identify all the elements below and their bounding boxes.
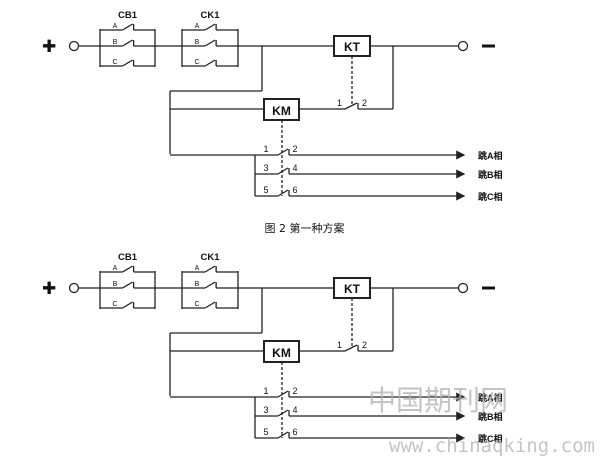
phase-label-B: B — [113, 281, 118, 288]
contact-blade — [204, 265, 216, 273]
kt-contact-terminal-1: 1 — [337, 98, 342, 108]
phase-label-B: B — [113, 39, 118, 46]
plus-terminal — [68, 282, 80, 294]
phase-label-C: C — [112, 59, 117, 66]
trip-label: 跳C相 — [478, 433, 503, 444]
contact-blade — [204, 23, 216, 31]
km-relay-label: KM — [272, 104, 291, 118]
contact-blade — [204, 301, 216, 309]
km-contact-terminal-6: 6 — [292, 427, 297, 437]
trip-label: 跳B相 — [478, 411, 503, 422]
phase-label-B: B — [195, 281, 200, 288]
plus-terminal — [68, 40, 80, 52]
trip-label: 跳B相 — [478, 169, 503, 180]
minus-terminal — [457, 282, 469, 294]
contact-blade — [122, 265, 133, 273]
contact-blade — [277, 148, 289, 156]
figure-caption: 图 2 第一种方案 — [264, 222, 345, 235]
phase-label-A: A — [195, 265, 200, 272]
km-contact-terminal-4: 4 — [292, 163, 297, 173]
contact-blade — [122, 301, 133, 309]
contact-blade — [277, 409, 289, 417]
phase-label-A: A — [195, 23, 200, 30]
watermark-text-cn: 中国期刊网 — [368, 384, 508, 417]
breaker-cb1-label: CB1 — [118, 252, 138, 263]
trip-label: 跳C相 — [478, 191, 503, 202]
contact-blade — [277, 189, 289, 197]
contact-blade — [277, 431, 289, 439]
kt-contact-terminal-1: 1 — [337, 340, 342, 350]
km-contact-1-2: 1 2 跳A相 — [170, 144, 503, 161]
kt-contact-terminal-2: 2 — [362, 98, 367, 108]
minus-terminal-symbol — [482, 44, 495, 48]
km-contact-terminal-2: 2 — [292, 386, 297, 396]
kt-relay-label: KT — [344, 40, 361, 54]
contact-blade — [122, 23, 133, 31]
phase-label-A: A — [113, 265, 118, 272]
contact-blade — [204, 59, 216, 67]
contact-blade — [204, 281, 216, 289]
km-contact-terminal-4: 4 — [292, 405, 297, 415]
contact-blade — [344, 344, 358, 352]
contact-blade — [122, 39, 133, 47]
km-contact-terminal-5: 5 — [263, 427, 268, 437]
km-contact-terminal-5: 5 — [263, 185, 268, 195]
phase-label-C: C — [194, 59, 199, 66]
contact-blade — [277, 390, 289, 398]
km-contact-terminal-1: 1 — [263, 386, 268, 396]
km-contact-terminal-2: 2 — [292, 144, 297, 154]
minus-terminal-symbol — [482, 286, 495, 290]
km-contact-5-6: 5 6 跳C相 — [255, 427, 503, 444]
kt-contact-terminal-2: 2 — [362, 340, 367, 350]
km-contact-terminal-6: 6 — [292, 185, 297, 195]
phase-label-C: C — [194, 301, 199, 308]
watermark-url: www.chinaqking.com — [389, 435, 595, 457]
km-contact-5-6: 5 6 跳C相 — [255, 185, 503, 202]
breaker-cb1-label: CB1 — [118, 10, 138, 21]
plus-terminal-symbol: ✚ — [42, 37, 56, 56]
km-contact-3-4: 3 4 跳B相 — [255, 163, 503, 180]
phase-label-C: C — [112, 301, 117, 308]
km-contact-3-4: 3 4 跳B相 — [255, 405, 503, 422]
trip-label: 跳A相 — [478, 150, 503, 161]
km-contact-terminal-3: 3 — [263, 405, 268, 415]
km-contact-terminal-3: 3 — [263, 163, 268, 173]
phase-label-B: B — [195, 39, 200, 46]
contact-blade — [277, 167, 289, 175]
contact-blade — [122, 281, 133, 289]
breaker-ck1-label: CK1 — [200, 10, 220, 21]
plus-terminal-symbol: ✚ — [42, 279, 56, 298]
trip-label: 跳A相 — [478, 392, 503, 403]
km-relay-label: KM — [272, 346, 291, 360]
contact-blade — [204, 39, 216, 47]
phase-label-A: A — [113, 23, 118, 30]
km-contact-1-2: 1 2 跳A相 — [170, 386, 503, 403]
minus-terminal — [457, 40, 469, 52]
contact-blade — [122, 59, 133, 67]
contact-blade — [344, 102, 358, 110]
km-contact-terminal-1: 1 — [263, 144, 268, 154]
kt-relay-label: KT — [344, 282, 361, 296]
breaker-ck1-label: CK1 — [200, 252, 220, 263]
